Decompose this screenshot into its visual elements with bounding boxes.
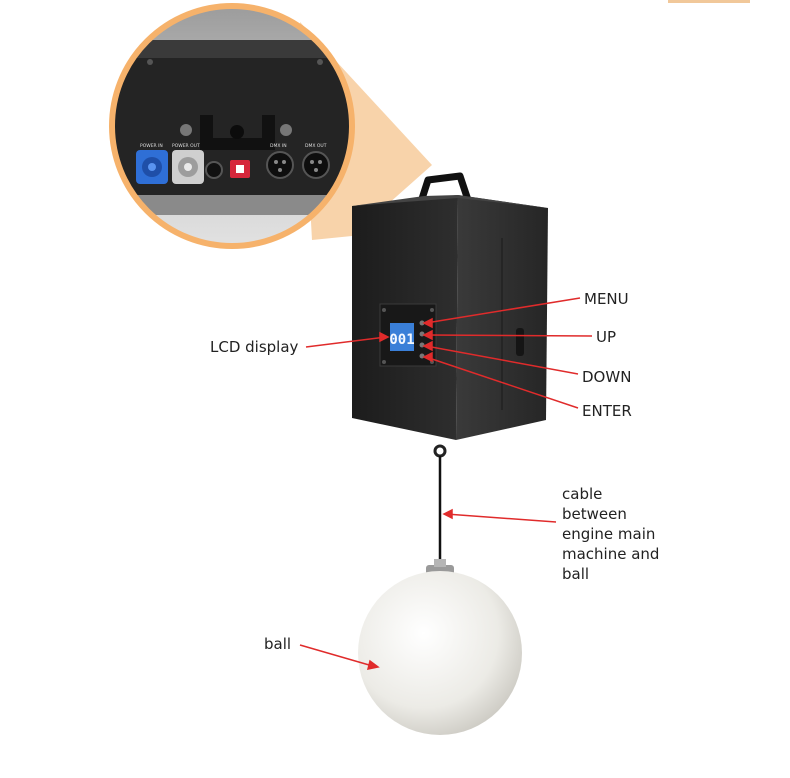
up-label: UP	[596, 328, 617, 346]
port-label-power-in: POWER IN	[140, 143, 163, 149]
port-label-dmx-in: DMX IN	[270, 143, 287, 149]
lcd-display-label: LCD display	[210, 338, 299, 356]
lcd-readout: 001	[389, 332, 414, 348]
cable-label-line-3: engine main	[562, 525, 656, 543]
rear-panel-zoom: POWER IN POWER OUT DMX IN DMX OUT	[112, 6, 352, 246]
power-in-port	[136, 150, 168, 184]
cable-label-line-2: between	[562, 505, 627, 523]
cable-label-line-4: machine and	[562, 545, 660, 563]
fuse-holder	[205, 161, 223, 179]
port-label-power-out: POWER OUT	[172, 143, 200, 149]
port-label-dmx-out: DMX OUT	[305, 143, 327, 149]
led-ball	[358, 571, 522, 735]
cable-label-line-5: ball	[562, 565, 590, 583]
ball-label: ball	[264, 635, 292, 653]
dmx-in-port	[266, 151, 294, 179]
callout-arrows	[299, 297, 593, 670]
menu-label: MENU	[584, 290, 629, 308]
lcd-display	[390, 323, 414, 351]
cable-label-line-1: cable	[562, 485, 603, 503]
box-handle	[416, 172, 472, 207]
dmx-out-port	[302, 151, 330, 179]
cable-hook	[433, 444, 447, 458]
top-accent-bar	[668, 0, 750, 3]
control-panel: 001	[379, 303, 437, 367]
power-out-port	[172, 150, 204, 184]
down-label: DOWN	[582, 368, 632, 386]
cable-label: cable between engine main machine and ba…	[562, 484, 682, 584]
enter-label: ENTER	[582, 402, 632, 420]
